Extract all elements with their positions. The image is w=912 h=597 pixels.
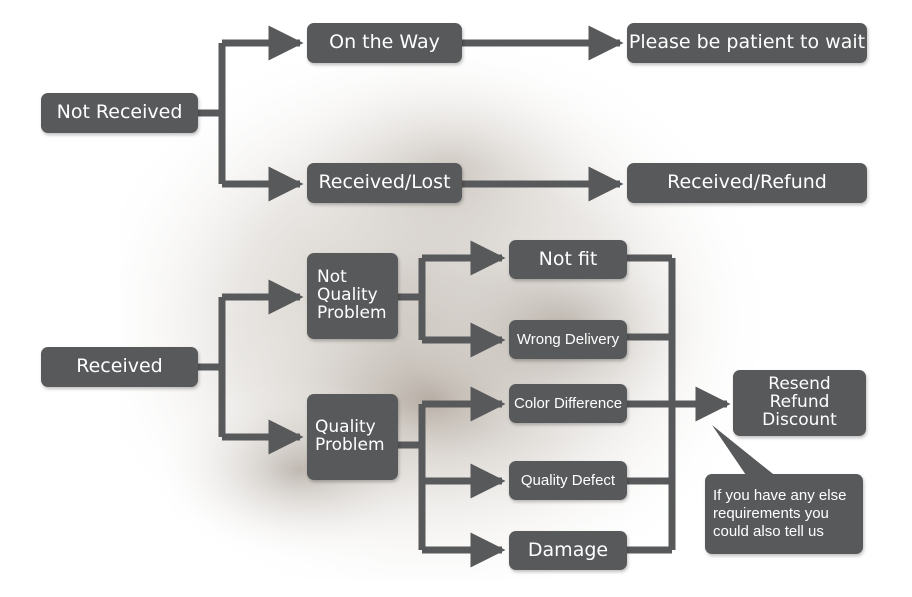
node-received-lost: Received/Lost [307, 163, 462, 203]
node-resend-refund-discount: Resend Refund Discount [733, 370, 866, 436]
node-label: Color Difference [513, 394, 623, 412]
node-label: Received [76, 355, 163, 378]
node-label: Wrong Delivery [516, 330, 620, 348]
node-label: Not Received [56, 101, 183, 124]
node-label: Not fit [538, 247, 598, 270]
callout-box: If you have any else requirements you co… [705, 474, 863, 554]
node-damage: Damage [509, 531, 627, 570]
node-quality-problem: Quality Problem [307, 394, 398, 480]
node-label: Quality Defect [520, 471, 616, 489]
node-label: Resend Refund Discount [762, 374, 837, 430]
node-not-received: Not Received [41, 93, 198, 133]
node-label: Not Quality Problem [317, 267, 387, 323]
node-received-refund: Received/Refund [627, 163, 867, 203]
node-label: On the Way [329, 31, 440, 54]
node-please-be-patient: Please be patient to wait [627, 23, 867, 63]
node-on-the-way: On the Way [307, 23, 462, 63]
node-color-difference: Color Difference [509, 384, 627, 423]
node-label: Please be patient to wait [628, 31, 866, 54]
callout-text: If you have any else requirements you co… [713, 487, 847, 540]
node-not-fit: Not fit [509, 240, 627, 279]
node-wrong-delivery: Wrong Delivery [509, 320, 627, 359]
node-label: Received/Refund [667, 171, 827, 194]
callout-pointer [712, 425, 778, 478]
node-label: Received/Lost [318, 171, 451, 194]
node-label: Damage [527, 538, 609, 561]
node-not-quality-problem: Not Quality Problem [307, 253, 398, 339]
node-quality-defect: Quality Defect [509, 461, 627, 500]
node-label: Quality Problem [315, 417, 385, 455]
node-received: Received [41, 347, 198, 387]
